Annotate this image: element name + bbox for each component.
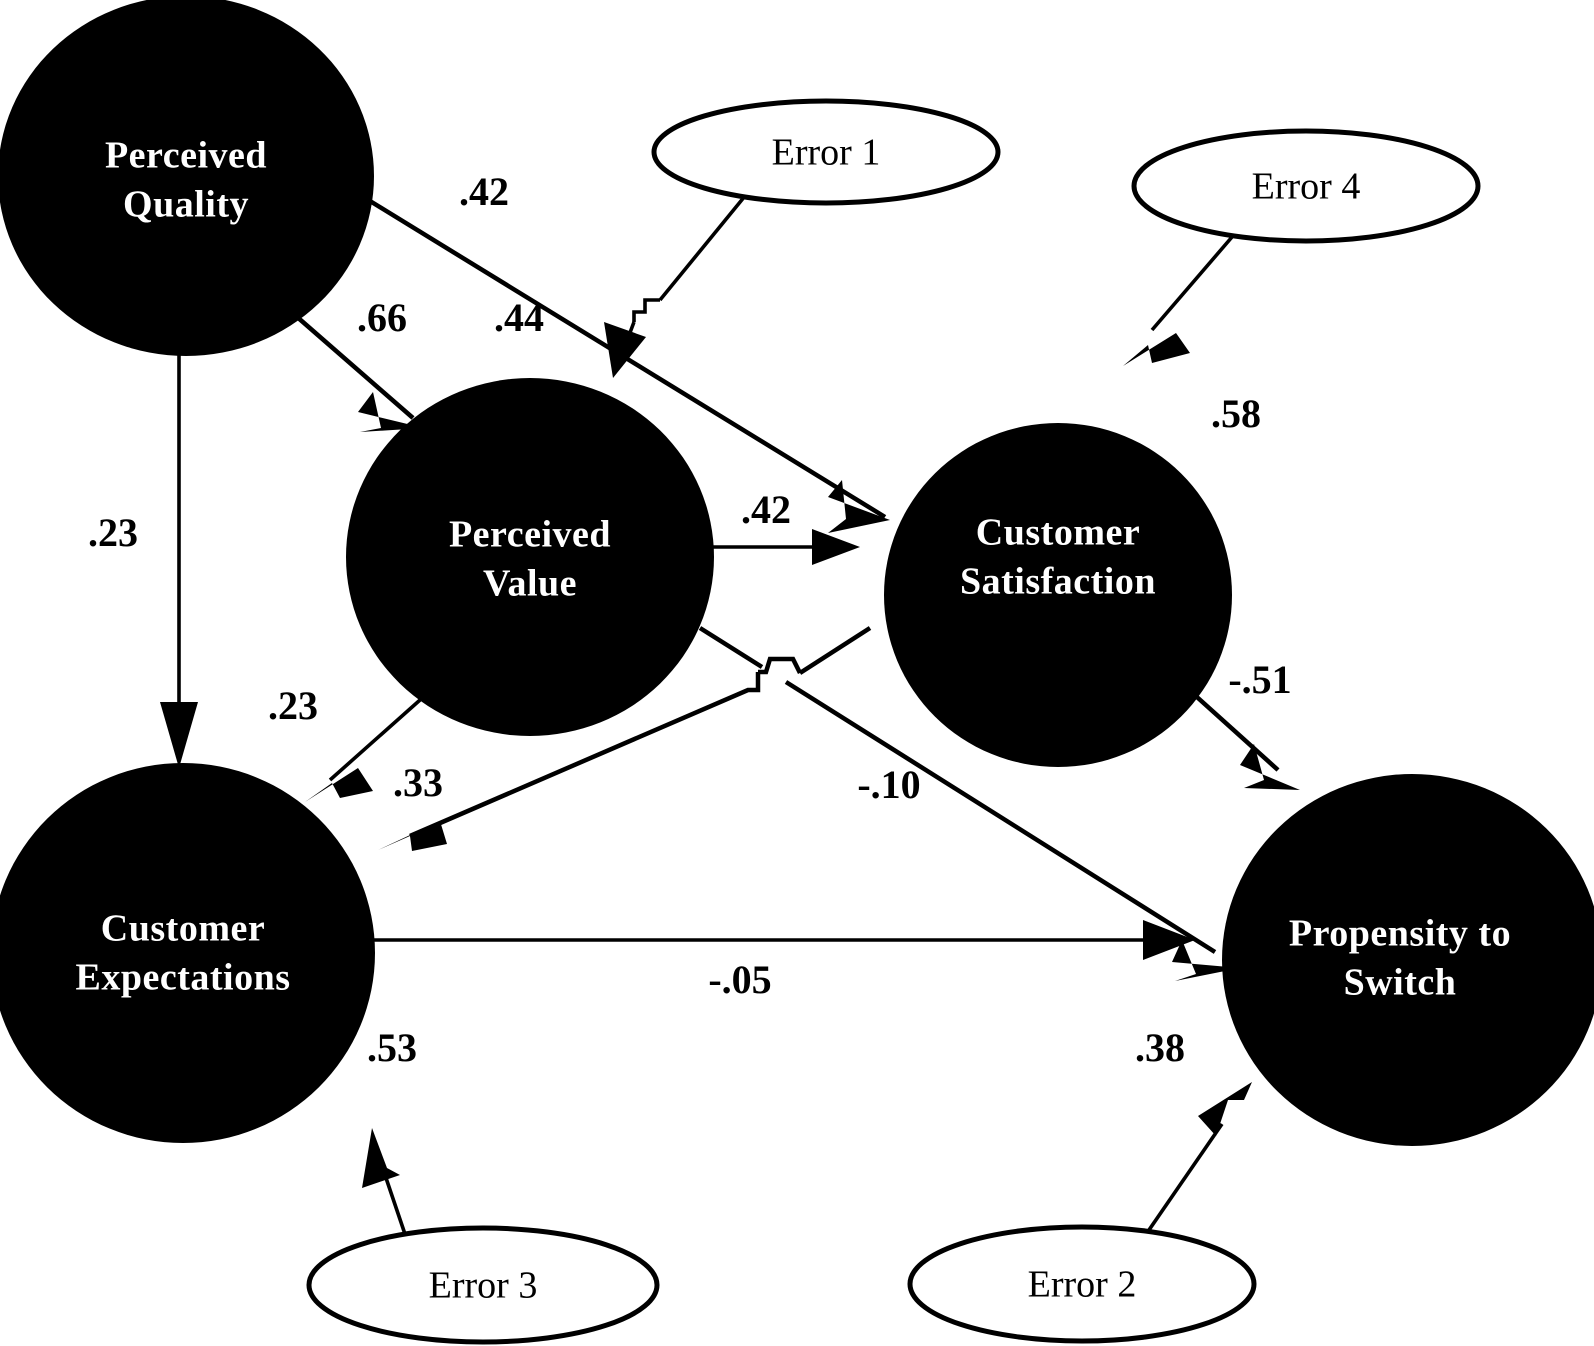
edge-pq-to-pv: .66 [294, 295, 424, 432]
edge-e1-to-pv: .44 [494, 194, 747, 378]
coef-e2-to-ps: .38 [1135, 1025, 1185, 1070]
coef-pv-to-ps: -.10 [857, 762, 920, 807]
edge-pq-to-ce: .23 [88, 352, 198, 768]
coef-pq-to-cs: .42 [459, 169, 509, 214]
edge-e2-to-ps: .38 [1135, 1025, 1252, 1245]
construct-label-line1: Perceived [105, 135, 267, 177]
node-error-3[interactable]: Error 3 [306, 1225, 660, 1345]
error-ellipse [651, 98, 1001, 206]
arrow-head [604, 322, 646, 378]
edge-pv-to-ce: .23 [268, 683, 422, 802]
arrow-head [160, 702, 198, 768]
arrow-head [1240, 744, 1300, 790]
error-ellipse [306, 1225, 660, 1345]
edge-line-bridge [758, 656, 803, 675]
error-ellipse [907, 1224, 1257, 1344]
node-propensity-to-switch[interactable]: Propensity to Switch [1222, 774, 1594, 1146]
arrow-head [1143, 920, 1195, 960]
construct-label-line1: Customer [976, 512, 1140, 554]
construct-label-line2: Quality [123, 184, 249, 226]
node-error-1[interactable]: Error 1 [651, 98, 1001, 206]
construct-label-line1: Customer [101, 908, 265, 950]
edge-line-segment-a [698, 626, 764, 669]
edge-line-segment-a [658, 194, 747, 302]
construct-label-line2: Satisfaction [960, 561, 1156, 603]
construct-label-line2: Value [483, 563, 577, 605]
edge-cs-to-ps: -.51 [1176, 657, 1300, 790]
construct-ellipse [346, 378, 714, 736]
construct-ellipse [0, 0, 374, 356]
error-label: Error 1 [772, 132, 881, 174]
node-error-4[interactable]: Error 4 [1131, 128, 1481, 244]
edge-e4-to-cs: .58 [1123, 235, 1261, 436]
arrow-head [358, 392, 424, 432]
error-label: Error 3 [429, 1265, 538, 1307]
arrow-head [1198, 1082, 1252, 1136]
construct-label-line1: Propensity to [1289, 913, 1511, 955]
node-error-2[interactable]: Error 2 [907, 1224, 1257, 1344]
coef-e3-to-ce: .53 [367, 1025, 417, 1070]
edge-pv-to-cs: .42 [706, 487, 860, 565]
node-perceived-value[interactable]: Perceived Value [346, 378, 714, 736]
construct-label-line1: Perceived [449, 514, 611, 556]
edge-line-segment-b [409, 672, 761, 839]
error-ellipse [1131, 128, 1481, 244]
node-customer-expectations[interactable]: Customer Expectations [0, 763, 375, 1143]
arrow-head [812, 529, 860, 565]
arrow-head [362, 1128, 400, 1188]
construct-label-line2: Switch [1344, 962, 1457, 1004]
coef-cs-to-ce: .33 [393, 760, 443, 805]
coef-pv-to-cs: .42 [741, 487, 791, 532]
error-label: Error 2 [1028, 1264, 1137, 1306]
construct-ellipse [0, 763, 375, 1143]
node-customer-satisfaction[interactable]: Customer Satisfaction [884, 423, 1232, 767]
edge-line [294, 314, 415, 420]
edge-line-bridge [632, 298, 660, 322]
construct-ellipse [1222, 774, 1594, 1146]
coef-pq-to-pv: .66 [357, 295, 407, 340]
edge-line-segment-a [798, 626, 872, 675]
edge-line [1138, 1122, 1224, 1245]
arrow-head [1123, 333, 1190, 366]
coef-ce-to-ps: -.05 [708, 957, 771, 1002]
error-label: Error 4 [1252, 166, 1361, 208]
edge-ce-to-ps: -.05 [372, 920, 1195, 1002]
construct-label-line2: Expectations [76, 957, 291, 999]
construct-ellipse [884, 423, 1232, 767]
edge-e3-to-ce: .53 [362, 1025, 417, 1244]
arrow-head [305, 768, 373, 802]
arrow-head [828, 480, 890, 533]
coef-pv-to-ce: .23 [268, 683, 318, 728]
coef-e1-to-pv: .44 [494, 295, 544, 340]
arrow-head [378, 821, 447, 851]
edge-cs-to-ce: .33 [378, 626, 872, 851]
coef-pq-to-ce: .23 [88, 510, 138, 555]
coef-e4-to-cs: .58 [1211, 391, 1261, 436]
edge-line-segment-b [784, 680, 1217, 954]
edge-line [328, 698, 422, 782]
node-perceived-quality[interactable]: Perceived Quality [0, 0, 374, 356]
edge-line [1150, 235, 1234, 332]
coef-cs-to-ps: -.51 [1228, 657, 1291, 702]
